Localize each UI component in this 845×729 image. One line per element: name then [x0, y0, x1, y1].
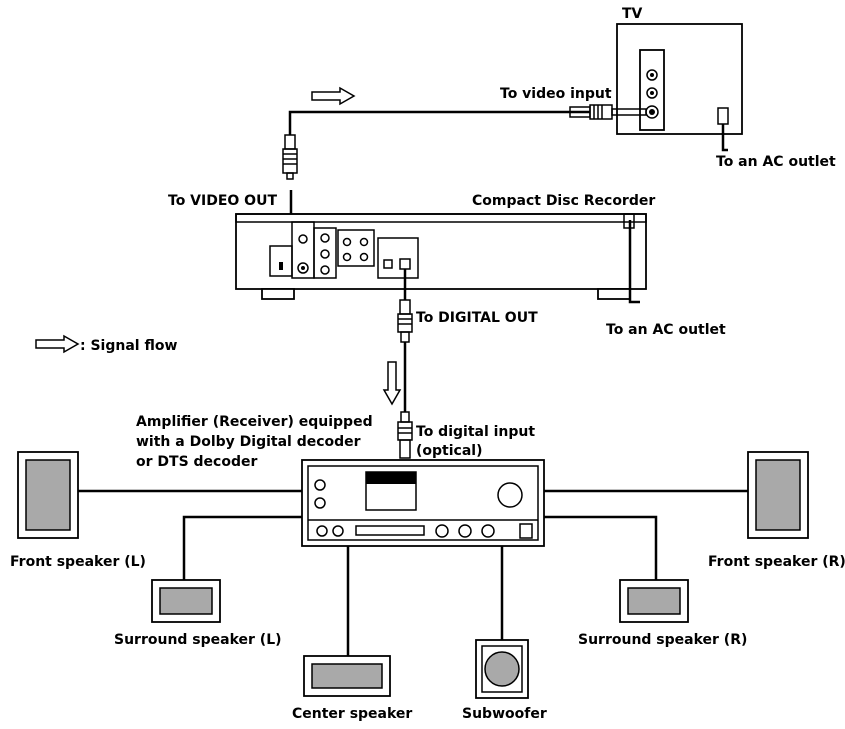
amplifier-label-1: Amplifier (Receiver) equipped — [136, 414, 373, 430]
hollow-arrow-icon — [35, 334, 80, 354]
front-speaker-left — [17, 451, 79, 539]
optical-plug-recorder — [397, 299, 413, 343]
center-speaker — [303, 655, 391, 697]
tv-unit — [616, 23, 743, 135]
compact-disc-recorder — [235, 213, 647, 300]
to-video-input-label: To video input — [500, 86, 612, 102]
optical-plug-amplifier — [397, 411, 413, 459]
front-speaker-left-label: Front speaker (L) — [10, 554, 146, 570]
amplifier-receiver — [301, 459, 545, 547]
subwoofer — [475, 639, 529, 699]
surround-speaker-right — [619, 579, 689, 623]
surround-speaker-left — [151, 579, 221, 623]
hollow-arrow-icon — [311, 86, 356, 106]
front-speaker-right-label: Front speaker (R) — [708, 554, 845, 570]
recorder-ac-outlet-label: To an AC outlet — [606, 322, 726, 338]
center-speaker-label: Center speaker — [292, 706, 412, 722]
recorder-label: Compact Disc Recorder — [472, 193, 655, 209]
to-digital-input-label-1: To digital input — [416, 424, 535, 440]
subwoofer-label: Subwoofer — [462, 706, 547, 722]
to-digital-input-label-2: (optical) — [416, 443, 482, 459]
front-speaker-right — [747, 451, 809, 539]
to-digital-out-label: To DIGITAL OUT — [416, 310, 538, 326]
surround-speaker-right-label: Surround speaker (R) — [578, 632, 747, 648]
surround-speaker-left-label: Surround speaker (L) — [114, 632, 282, 648]
hollow-arrow-icon — [382, 361, 402, 406]
amplifier-label-3: or DTS decoder — [136, 454, 257, 470]
video-plug-recorder — [282, 134, 298, 180]
signal-flow-legend: : Signal flow — [80, 338, 177, 354]
tv-ac-outlet-label: To an AC outlet — [716, 154, 836, 170]
video-plug-tv — [569, 104, 647, 120]
amplifier-label-2: with a Dolby Digital decoder — [136, 434, 361, 450]
to-video-out-label: To VIDEO OUT — [168, 193, 277, 209]
tv-label: TV — [622, 6, 643, 22]
